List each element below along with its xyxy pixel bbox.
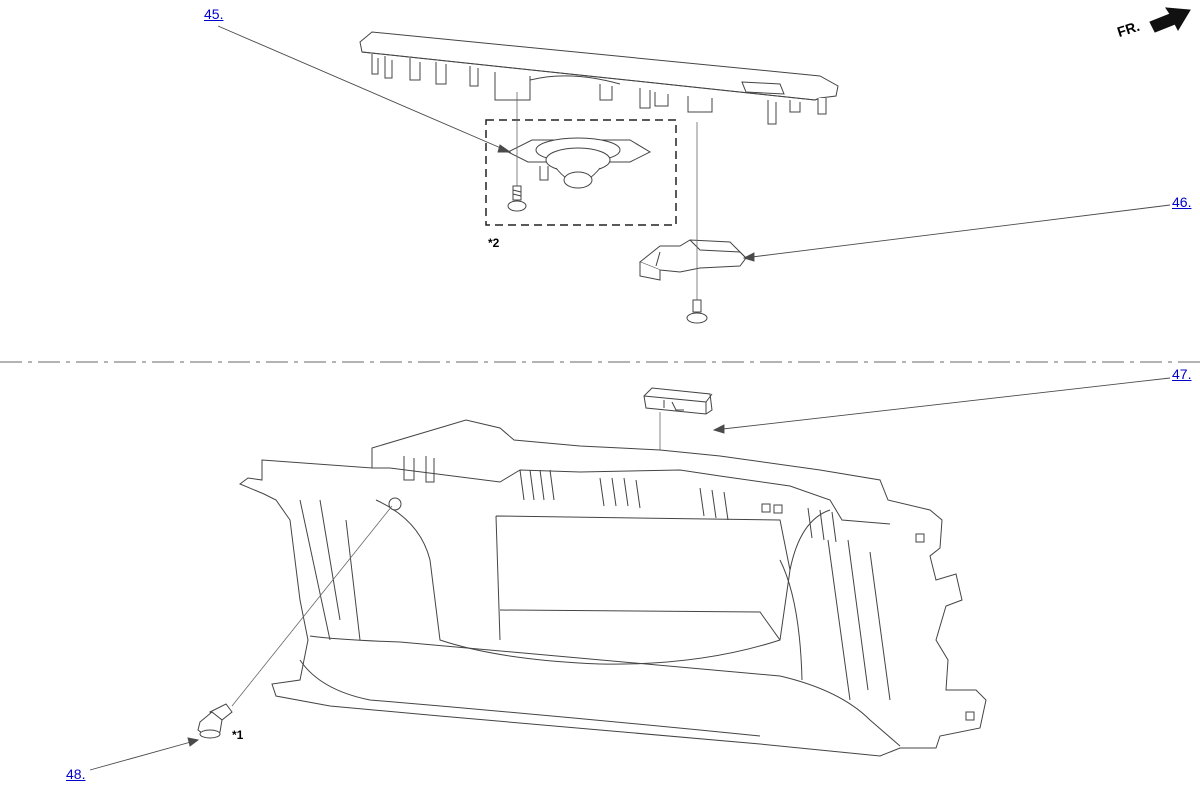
component-46 [639,122,747,324]
speaker-detail-box [485,119,677,226]
note-star-2: *2 [488,236,500,250]
callout-48-link[interactable]: 48. [66,766,86,782]
leader-lines [89,25,1171,771]
speaker-assembly [506,137,652,189]
callout-47-link[interactable]: 47. [1172,366,1192,382]
callout-46-link[interactable]: 46. [1172,194,1192,210]
glove-compartment-housing [239,419,987,757]
front-direction-arrow-icon [1149,7,1191,33]
note-star-1: *1 [232,728,244,742]
clip-48 [197,505,393,739]
component-47 [643,387,713,480]
callout-45-link[interactable]: 45. [204,6,224,22]
speaker-screw [507,92,527,212]
upper-trim-panel [359,31,839,125]
